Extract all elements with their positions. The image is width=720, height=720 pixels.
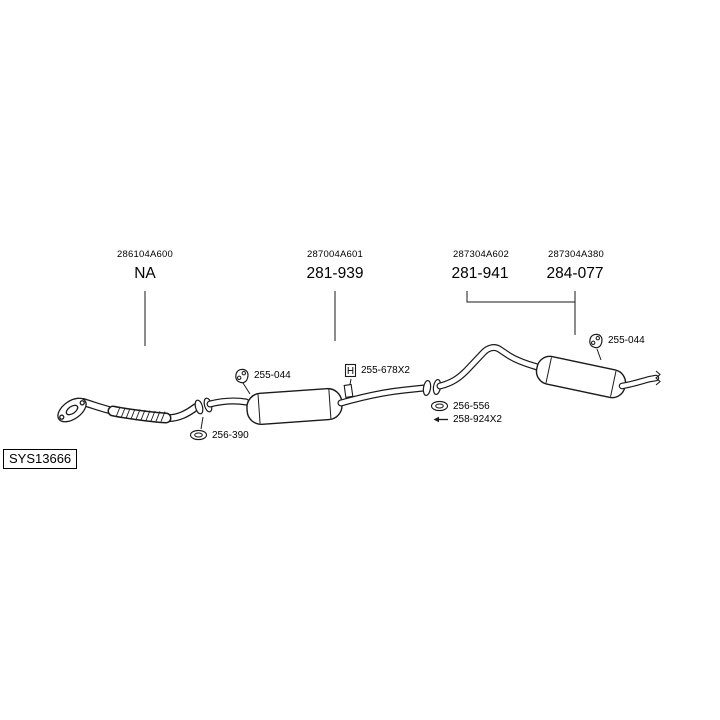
part-code-4: 284-077: [546, 265, 604, 282]
callout-label: 255-678X2: [361, 365, 410, 376]
gasket-icon: [430, 400, 449, 412]
catalog-ref-4: 287304A380: [548, 249, 604, 260]
rear-muffler: [535, 355, 627, 399]
pipe-break-icon: [655, 370, 661, 386]
callout-gasket-front: 256-390: [189, 429, 249, 441]
mid-pipe: [206, 397, 250, 408]
label-leader-lines: [144, 291, 576, 346]
bolt-icon: [433, 416, 448, 423]
gasket-icon: [189, 429, 208, 441]
catalog-ref-2: 287004A601: [307, 249, 363, 260]
callout-label: 255-044: [254, 370, 291, 381]
system-code-badge: SYS13666: [3, 449, 78, 469]
part-code-3: 281-941: [451, 265, 509, 282]
catalog-ref-1: 286104A600: [117, 249, 173, 260]
hanger-icon: [235, 368, 249, 384]
callout-gasket-rear: 256-556: [430, 400, 490, 412]
catalog-ref-3: 287304A602: [453, 249, 509, 260]
callout-label: 256-390: [212, 429, 249, 441]
pipe-clamp: [343, 383, 354, 398]
part-code-1: NA: [134, 265, 156, 282]
callout-hanger-mid: 255-044: [234, 367, 291, 384]
callout-clamp: 255-678X2: [344, 363, 410, 378]
rear-pipe: [436, 344, 547, 390]
callout-label: 255-044: [608, 335, 645, 346]
callout-label: 258-924X2: [453, 414, 502, 425]
tailpipe: [618, 370, 661, 390]
center-muffler: [246, 387, 343, 425]
outlet-pipe: [337, 383, 428, 407]
flex-pipe: [107, 405, 172, 424]
hanger-icon: [589, 333, 603, 349]
callout-bolt: 258-924X2: [432, 414, 502, 425]
front-flange: [57, 397, 87, 423]
part-code-2: 281-939: [306, 265, 364, 282]
clamp-icon: [344, 363, 357, 378]
callout-label: 256-556: [453, 400, 490, 412]
callout-hanger-rear: 255-044: [588, 332, 645, 349]
